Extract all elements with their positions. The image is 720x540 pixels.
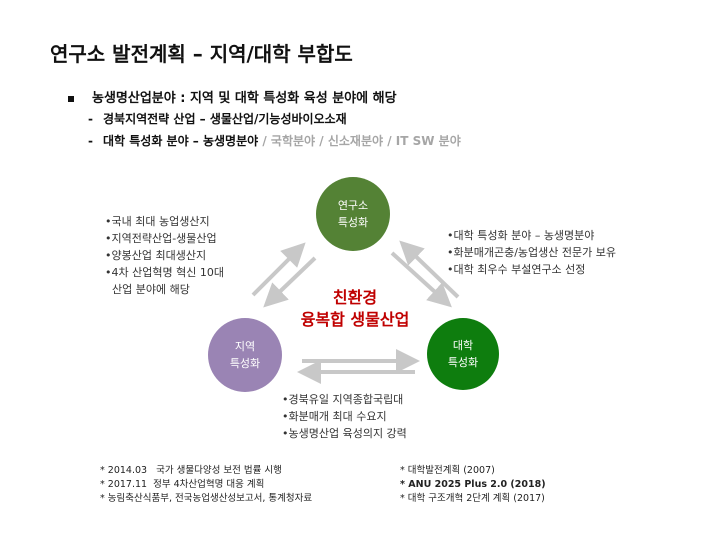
region-label-1: 지역 bbox=[234, 340, 256, 353]
sub-bullet-1-text: 경북지역전략 산업 – 생물산업/기능성바이오소재 bbox=[102, 112, 347, 126]
arrow-university-to-institute bbox=[399, 240, 460, 299]
list-item: •양봉산업 최대생산지 bbox=[105, 249, 207, 262]
footnote: * 2017.11 정부 4차산업혁명 대응 계획 bbox=[100, 479, 265, 490]
list-item: •국내 최대 농업생산지 bbox=[105, 215, 210, 228]
footnotes-right: * 대학발전계획 (2007) * ANU 2025 Plus 2.0 (201… bbox=[400, 464, 546, 506]
list-item: •대학 최우수 부설연구소 선정 bbox=[447, 263, 586, 276]
footnote: * ANU 2025 Plus 2.0 (2018) bbox=[400, 479, 546, 490]
arrow-region-to-institute bbox=[251, 242, 306, 297]
center-title-line-2: 융복합 생물산업 bbox=[300, 310, 410, 329]
region-label-2: 특성화 bbox=[229, 357, 261, 370]
page-title: 연구소 발전계획 – 지역/대학 부합도 bbox=[50, 42, 353, 66]
sub-bullet-1: -경북지역전략 산업 – 생물산업/기능성바이오소재 bbox=[88, 112, 347, 126]
main-bullet: 농생명산업분야 : 지역 및 대학 특성화 육성 분야에 해당 bbox=[68, 87, 397, 106]
institute-label-2: 특성화 bbox=[337, 216, 369, 229]
footnotes-left: * 2014.03 국가 생물다양성 보전 법률 시행 * 2017.11 정부… bbox=[100, 464, 312, 506]
bullet-square-icon bbox=[68, 95, 74, 102]
sub-bullet-2-gray-text: / 국학분야 / 신소재분야 / IT SW 분야 bbox=[258, 134, 461, 148]
bottom-list: •경북유일 지역종합국립대 •화분매개 최대 수요지 •농생명산업 육성의지 강… bbox=[282, 391, 407, 442]
main-bullet-text: 농생명산업분야 : 지역 및 대학 특성화 육성 분야에 해당 bbox=[92, 91, 397, 106]
region-list: •국내 최대 농업생산지 •지역전략산업-생물산업 •양봉산업 최대생산지 •4… bbox=[105, 213, 224, 298]
arrow-institute-to-region bbox=[263, 256, 317, 308]
sub-bullet-2: -대학 특성화 분야 – 농생명분야 / 국학분야 / 신소재분야 / IT S… bbox=[88, 134, 461, 148]
list-item: •대학 특성화 분야 – 농생명분야 bbox=[447, 229, 595, 242]
list-item: •농생명산업 육성의지 강력 bbox=[282, 427, 407, 440]
university-list: •대학 특성화 분야 – 농생명분야 •화분매개곤충/농업생산 전문가 보유 •… bbox=[447, 227, 616, 278]
footnote: * 대학 구조개혁 2단계 계획 (2017) bbox=[400, 493, 545, 504]
list-item: •화분매개곤충/농업생산 전문가 보유 bbox=[447, 246, 616, 259]
list-item: •4차 산업혁명 혁신 10대 bbox=[105, 266, 224, 279]
list-item: 산업 분야에 해당 bbox=[105, 283, 190, 296]
list-item: •지역전략산업-생물산업 bbox=[105, 232, 217, 245]
footnote: * 2014.03 국가 생물다양성 보전 법률 시행 bbox=[100, 465, 282, 476]
center-title-line-1: 친환경 bbox=[332, 288, 378, 307]
university-label-2: 특성화 bbox=[447, 356, 479, 369]
footnote: * 농림축산식품부, 전국농업생산성보고서, 통계청자료 bbox=[100, 493, 313, 504]
university-label-1: 대학 bbox=[452, 339, 474, 352]
institute-label-1: 연구소 bbox=[337, 199, 369, 212]
sub-bullet-2-text: 대학 특성화 분야 – 농생명분야 bbox=[102, 134, 259, 148]
list-item: •경북유일 지역종합국립대 bbox=[282, 393, 404, 406]
footnote: * 대학발전계획 (2007) bbox=[400, 465, 495, 476]
list-item: •화분매개 최대 수요지 bbox=[282, 410, 387, 423]
